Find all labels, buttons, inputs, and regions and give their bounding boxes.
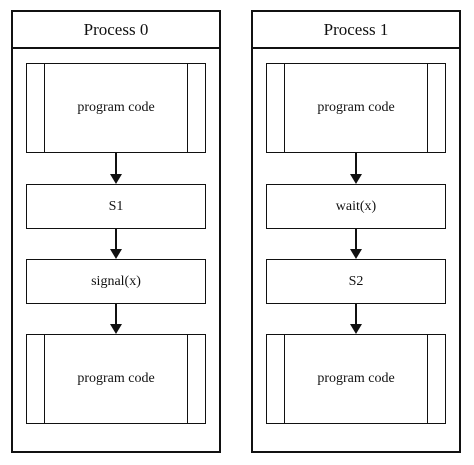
process-0-step-s1: S1: [26, 184, 206, 229]
process-1-program-code-top: program code: [266, 63, 446, 153]
process-0-step-signal: signal(x): [26, 259, 206, 304]
process-1-step-wait: wait(x): [266, 184, 446, 229]
process-1-program-code-bottom: program code: [266, 334, 446, 424]
process-0-program-code-bottom: program code: [26, 334, 206, 424]
process-0-lane: Process 0 program code S1 signal(x) prog…: [11, 10, 221, 453]
process-0-program-code-top: program code: [26, 63, 206, 153]
process-1-step-s2: S2: [266, 259, 446, 304]
process-0-title: Process 0: [13, 12, 219, 49]
process-1-lane: Process 1 program code wait(x) S2 progra…: [251, 10, 461, 453]
process-1-title: Process 1: [253, 12, 459, 49]
